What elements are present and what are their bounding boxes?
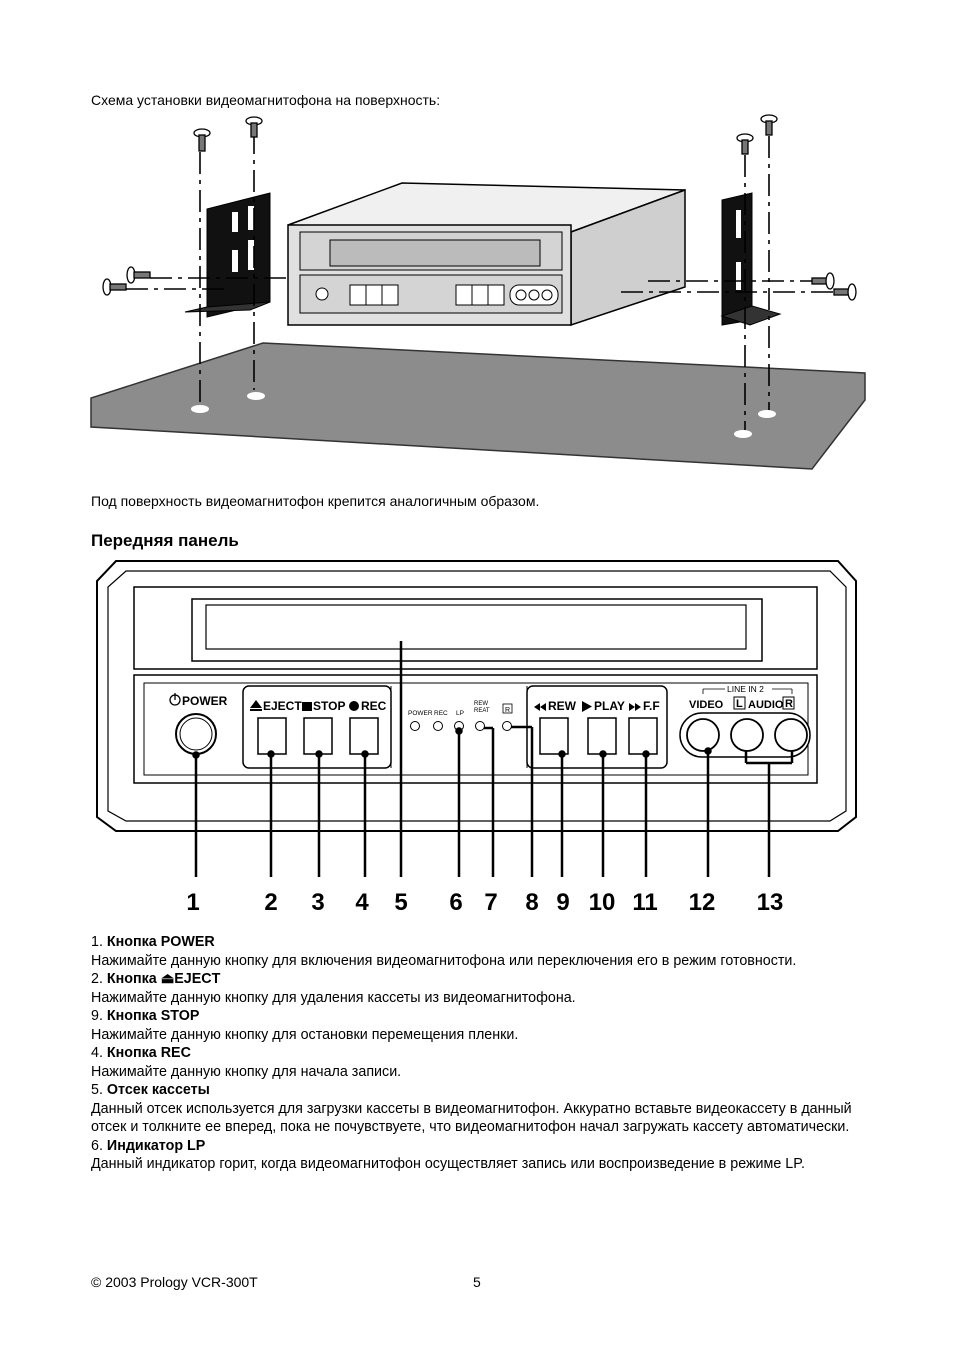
rewind-button[interactable] [539,717,569,755]
screw-icon [102,278,127,296]
play-icon [582,701,592,712]
item-heading: 6. Индикатор LP [91,1137,206,1154]
screw-icon [126,266,151,284]
play-button[interactable] [587,717,617,755]
item-heading: 9. Кнопка STOP [91,1008,200,1024]
description-list: 1. Кнопка POWER Нажимайте данную кнопку … [91,933,864,1174]
front-panel-diagram: POWER EJECT STOP REC POWER REC LP REW RE… [96,560,857,916]
item-title: Кнопка POWER [106,934,215,950]
footer-copyright: © 2003 Prology VCR-300T [91,1274,258,1290]
item-heading: 2. Кнопка ⏏EJECT [91,971,221,987]
mounting-surface [90,342,866,470]
video-label: VIDEO [689,699,724,711]
section-title: Передняя панель [91,531,239,550]
item-body: Нажимайте данную кнопку для остановки пе… [91,1026,519,1043]
callout-leaders [192,641,794,877]
eject-label: EJECT [263,699,302,713]
rec-indicator [433,721,443,731]
audio-l-input-jack[interactable] [730,718,764,752]
item-title: Кнопка REC [106,1045,191,1061]
footer-page-number: 5 [473,1274,481,1290]
video-input-jack[interactable] [686,718,720,752]
screw-icon [760,114,778,136]
line-in-label: LINE IN 2 [727,684,764,694]
indicator-label-rew: REW [474,701,488,707]
rec-icon [349,701,359,711]
callout-6: 6 [449,889,462,916]
power-icon [169,693,181,706]
screw-icon [811,272,835,290]
callout-7: 7 [484,889,497,916]
screw-icon [245,116,263,138]
power-label: POWER [182,694,228,708]
power-button[interactable] [175,713,217,755]
indicator-label-rec: REC [434,710,448,717]
power-indicator [410,721,420,731]
indicator-label-r: R [505,707,510,714]
callout-8: 8 [525,889,538,916]
audio-r-frame [782,696,795,710]
mounting-hole [247,392,265,400]
item-title: Кнопка ⏏EJECT [106,971,221,987]
under-mount-caption: Под поверхность видеомагнитофон крепится… [91,493,540,509]
callout-12: 12 [689,889,716,916]
item-title: Кнопка STOP [106,1008,200,1024]
left-bracket [184,192,271,318]
remote-sensor-frame [502,703,513,714]
callout-5: 5 [394,889,407,916]
screw-icon [193,128,211,152]
eject-button[interactable] [257,717,287,755]
item-body: Данный индикатор горит, когда видеомагни… [91,1156,805,1172]
mounting-hole [758,410,776,418]
stop-icon [302,702,312,711]
remote-sensor [502,721,512,731]
callout-4: 4 [355,889,369,916]
item-title: Индикатор LP [106,1137,206,1154]
item-body: Данный отсек используется для загрузки к… [91,1100,852,1136]
screw-icon [736,133,754,155]
item-heading: 5. Отсек кассеты [91,1082,210,1098]
callout-13: 13 [757,889,784,916]
rec-label: REC [361,699,387,713]
callout-3: 3 [311,889,324,916]
audio-l-label: L [736,698,743,710]
right-bracket [720,192,782,326]
fast-forward-button[interactable] [628,717,658,755]
callout-1: 1 [186,889,199,916]
vcr-unit [287,182,686,327]
item-heading: 1. Кнопка POWER [91,934,215,950]
audio-r-input-jack[interactable] [774,718,808,752]
indicator-label-reat: REAT [474,708,490,714]
audio-r-label: R [785,698,793,710]
stop-button[interactable] [303,717,333,755]
callout-10: 10 [589,889,616,916]
mounting-hole [191,405,209,413]
rew-repeat-indicator [475,721,485,731]
eject-icon [250,700,262,711]
play-label: PLAY [594,699,625,713]
item-heading: 4. Кнопка REC [91,1045,191,1061]
stop-label: STOP [313,699,345,713]
mounting-diagram [90,114,866,470]
ff-label: F.F [643,699,660,713]
mounting-hole [734,430,752,438]
indicator-label-power: POWER [408,710,433,717]
item-body: Нажимайте данную кнопку для удаления кас… [91,989,576,1006]
callout-9: 9 [556,889,569,916]
mount-caption: Схема установки видеомагнитофона на пове… [91,92,441,108]
callout-11: 11 [632,889,657,916]
rec-button[interactable] [349,717,379,755]
item-body: Нажимайте данную кнопку для начала запис… [91,1063,402,1080]
item-title: Отсек кассеты [106,1082,210,1098]
audio-label: AUDIO [748,699,784,711]
rewind-icon [534,703,546,711]
item-body: Нажимайте данную кнопку для включения ви… [91,952,797,969]
fast-forward-icon [629,703,641,711]
audio-l-frame [733,696,746,710]
callout-2: 2 [264,889,277,916]
indicator-label-lp: LP [456,710,464,717]
screw-icon [833,283,857,301]
rew-label: REW [548,699,577,713]
